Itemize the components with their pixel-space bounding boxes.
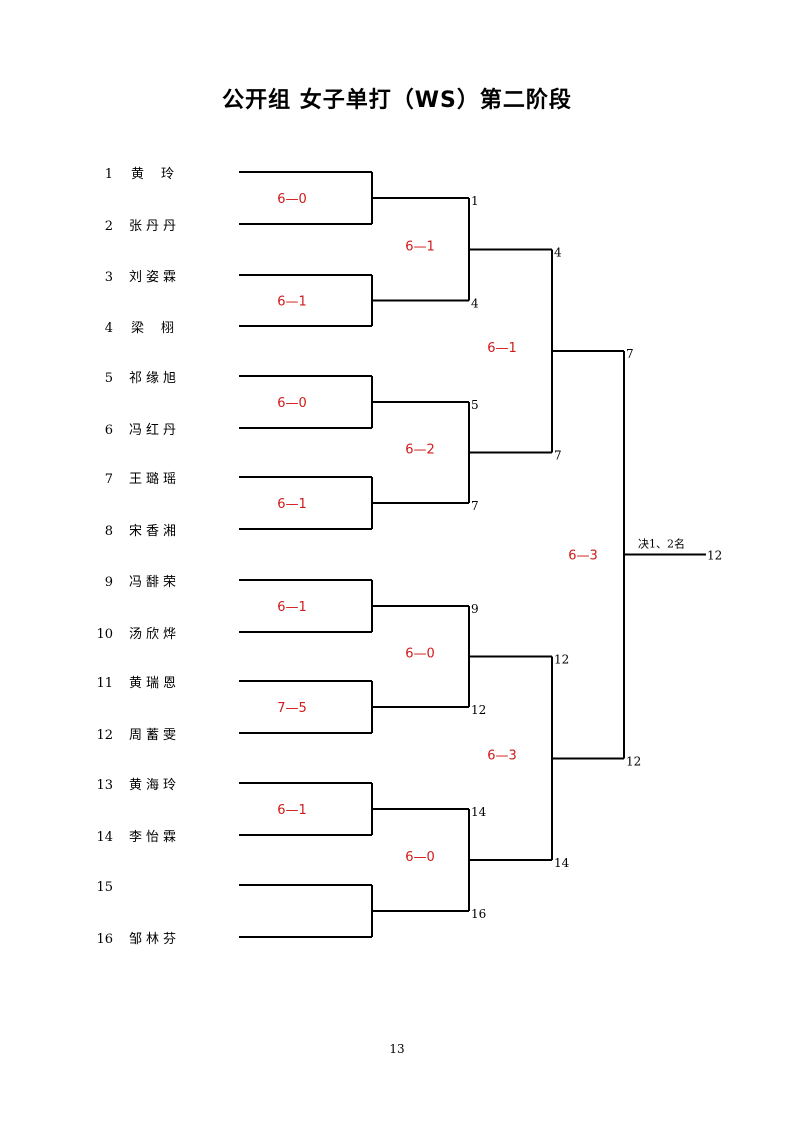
player-seed: 6: [105, 423, 113, 438]
page-title: 公开组 女子单打（WS）第二阶段: [222, 88, 572, 113]
player-name: 宋香湘: [129, 524, 176, 539]
final-label: 决1、2名: [638, 537, 685, 551]
r1-winner-number: 16: [471, 907, 486, 921]
final-score: 6—3: [568, 549, 598, 564]
r1-score: 7—5: [277, 701, 307, 716]
r3-score: 6—3: [487, 748, 517, 763]
player-name: 王璐瑶: [129, 472, 176, 487]
player-seed: 12: [96, 728, 113, 743]
player-seed: 14: [96, 830, 113, 845]
r2-score: 6—0: [405, 647, 435, 662]
player-seed: 2: [105, 219, 113, 234]
r1-score: 6—1: [277, 497, 307, 512]
player-seed: 11: [96, 676, 113, 691]
page-number: 13: [389, 1042, 405, 1056]
r1-winner-number: 7: [471, 499, 479, 513]
player-name: 汤欣烨: [129, 627, 176, 642]
r3-score: 6—1: [487, 341, 517, 356]
r2-winner-number: 14: [554, 856, 570, 870]
r1-score: 6—0: [277, 192, 307, 207]
player-seed: 8: [105, 524, 113, 539]
player-seed: 13: [96, 778, 113, 793]
r1-winner-number: 14: [471, 805, 487, 819]
player-seed: 3: [105, 270, 113, 285]
r1-score: 6—1: [277, 295, 307, 310]
player-name: 黄海玲: [129, 778, 176, 793]
r2-winner-number: 7: [554, 449, 562, 463]
player-seed: 16: [96, 932, 113, 947]
player-name: 李怡霖: [129, 830, 176, 845]
r1-score: 6—1: [277, 803, 307, 818]
player-seed: 7: [105, 472, 113, 487]
r2-score: 6—2: [405, 443, 435, 458]
player-name: 刘姿霖: [129, 269, 176, 285]
r1-score: 6—1: [277, 600, 307, 615]
player-name: 梁: [131, 321, 144, 336]
r3-winner-number: 7: [626, 347, 634, 361]
player-seed: 9: [105, 575, 113, 590]
player-seed: 5: [105, 371, 113, 386]
player-name: 冯红丹: [129, 422, 176, 438]
r3-winner-number: 12: [626, 754, 641, 768]
r1-winner-number: 12: [471, 703, 486, 717]
r1-winner-number: 1: [471, 194, 479, 208]
r1-score: 6—0: [277, 396, 307, 411]
r1-winner-number: 4: [471, 297, 479, 311]
player-name: 黄: [131, 167, 144, 182]
player-name: 栩: [161, 321, 174, 336]
player-seed: 15: [96, 880, 113, 895]
r1-winner-number: 5: [471, 398, 479, 412]
player-name: 黄瑞恩: [129, 676, 176, 691]
player-seed: 10: [96, 627, 113, 642]
player-name: 玲: [161, 167, 174, 182]
r2-winner-number: 12: [554, 653, 569, 667]
champion-number: 12: [707, 549, 722, 563]
r2-score: 6—1: [405, 239, 435, 254]
player-name: 祁缘旭: [129, 371, 176, 386]
player-seed: 1: [105, 167, 113, 182]
r2-score: 6—0: [405, 850, 435, 865]
player-name: 邹林芬: [129, 931, 176, 947]
player-name: 冯馡荣: [129, 575, 176, 590]
player-name: 张丹丹: [129, 219, 176, 234]
player-name: 周蓄雯: [129, 728, 176, 743]
player-seed: 4: [105, 321, 113, 336]
r1-winner-number: 9: [471, 602, 479, 616]
r2-winner-number: 4: [554, 245, 562, 259]
